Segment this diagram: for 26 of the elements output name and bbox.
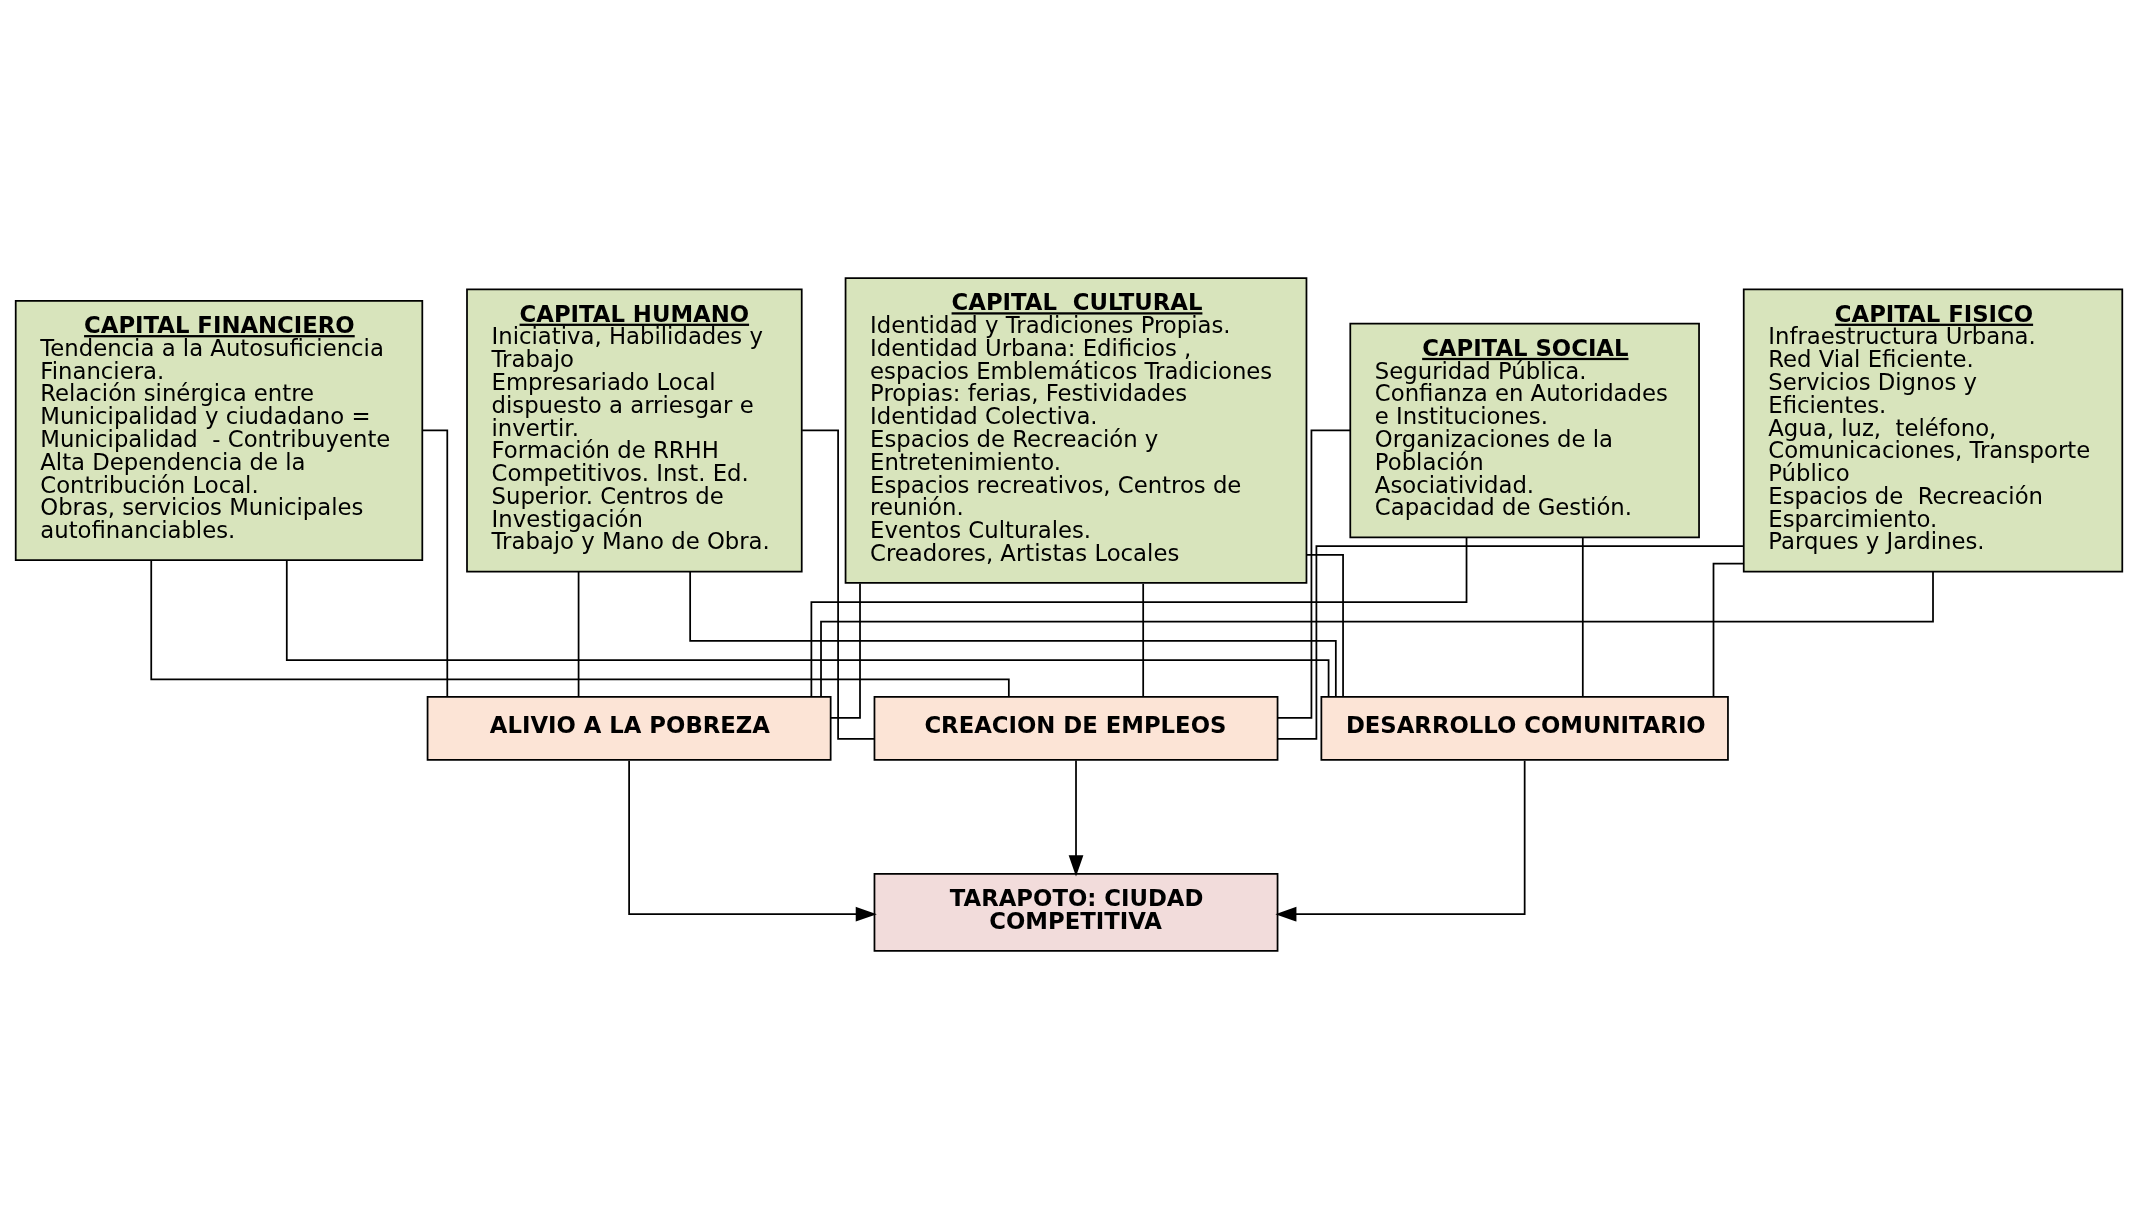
node-box: CAPITAL CULTURAL Identidad y Tradiciones Propias. Identidad Urbana: Edificios , espacios Emblemáticos Tradiciones Propias: ferias, Festividades Identidad Colectiva. Espacios de Recreación y Entretenimiento. Espacios recreativos, Centros de reunión. Eventos Culturales. Creadores, Artistas Locales [844,276,1308,584]
connector [820,570,1934,697]
connector [829,582,861,719]
arrow [1068,759,1084,876]
node-box: DESARROLLO COMUNITARIO [1320,695,1729,761]
connector [1276,429,1351,719]
connector [801,429,876,740]
connector [1276,544,1744,740]
connector [1142,582,1145,697]
connector [1305,553,1344,697]
node-box: CREACION DE EMPLEOS [873,695,1279,761]
arrow [628,759,877,922]
node-box: ALIVIO A LA POBREZA [426,695,832,761]
connector [1581,536,1584,697]
node-box: CAPITAL FINANCIERO Tendencia a la Autosuficiencia Financiera. Relación sinérgica entre Municipalidad y ciudadano = Municipalidad - Contribuyente Alta Dependencia de la Contribución Local. Obras, servicios Municipales autofinanciables. [14,299,424,561]
connector [150,559,1010,697]
node-box: CAPITAL HUMANO Iniciativa, Habilidades y Trabajo Empresariado Local dispuesto a arriesgar e invertir. Formación de RRHH Competitivos. Inst. Ed. Superior. Centros de Investigación Trabajo y Mano de Obra. [466,288,803,572]
connector [689,570,1337,698]
connector [577,570,580,698]
connector [285,559,1330,697]
connector [1712,562,1745,698]
connector [810,536,1468,697]
node-box: CAPITAL SOCIAL Seguridad Pública. Confianza en Autoridades e Instituciones. Organizaciones de la Población Asociatividad. Capacidad de Gestión. [1349,322,1700,538]
node-box: TARAPOTO: CIUDAD COMPETITIVA [873,872,1279,952]
arrow [1275,759,1526,922]
node-box: CAPITAL FISICO Infraestructura Urbana. Red Vial Eficiente. Servicios Dignos y Eficientes. Agua, luz, teléfono, Comunicaciones, Transporte Público Espacios de Recreación Esparcimiento. Parques y Jardines. [1742,288,2124,572]
